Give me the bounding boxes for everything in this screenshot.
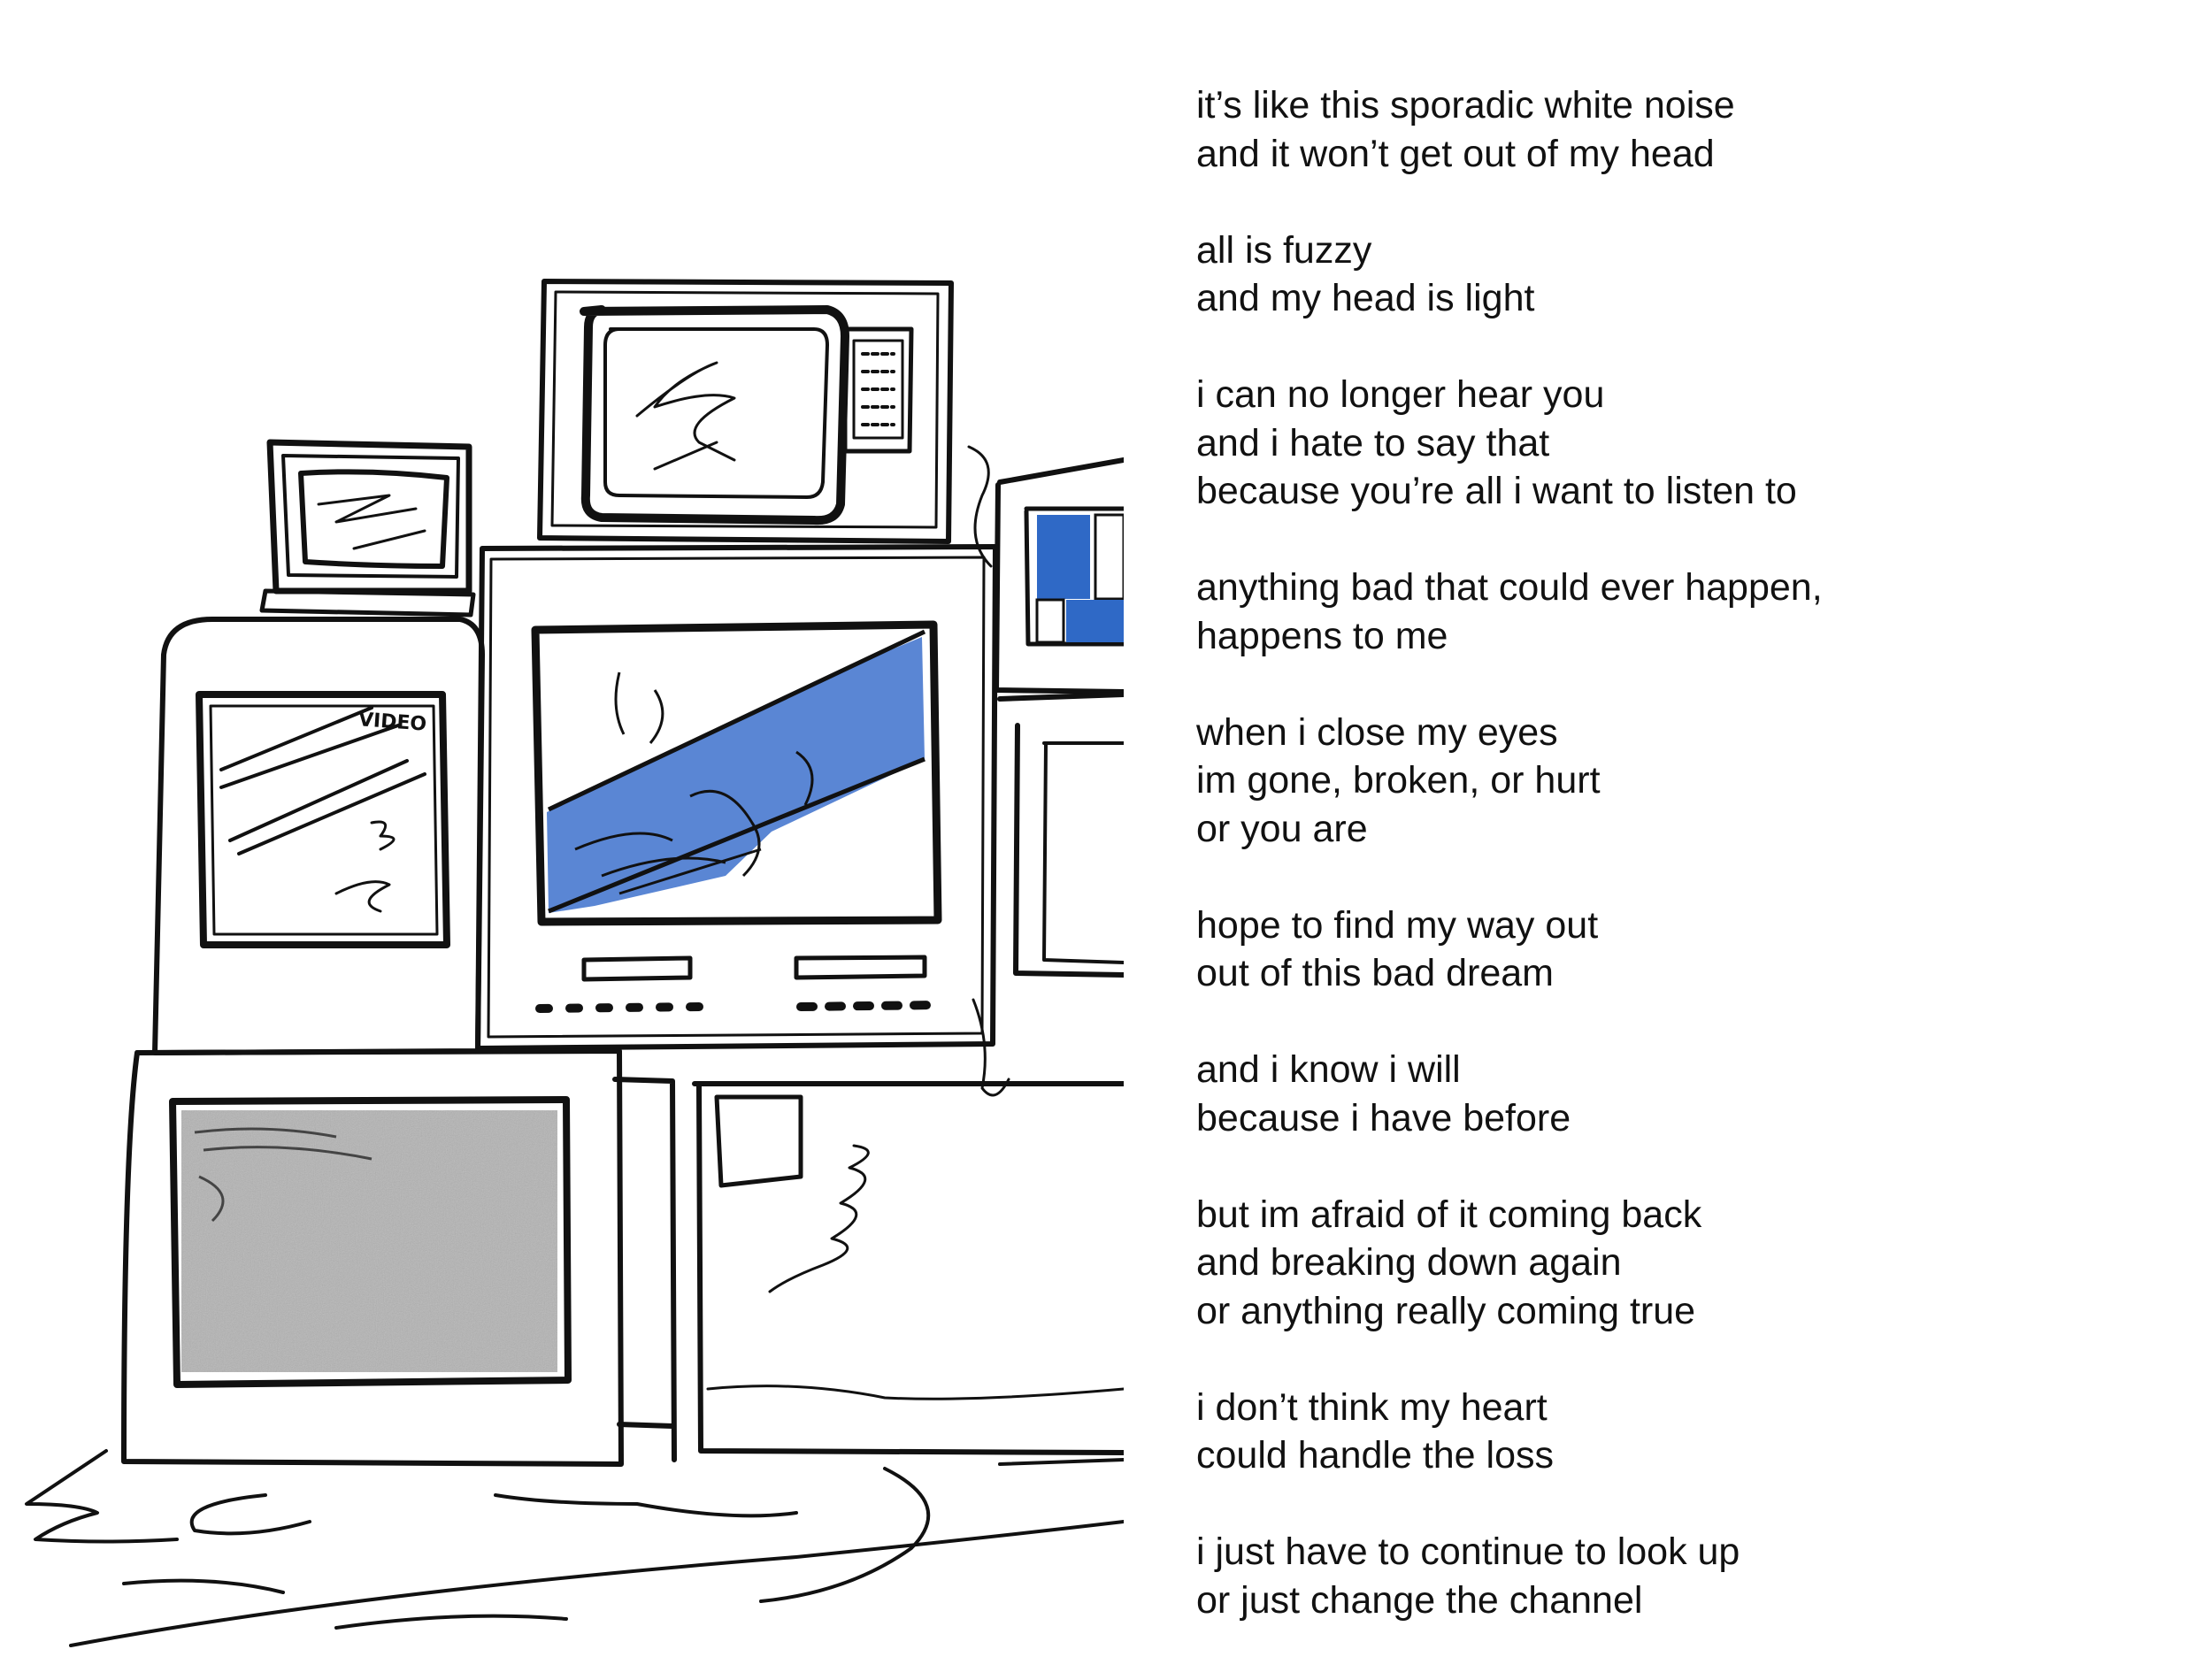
poem-line: or anything really coming true [1196, 1289, 1696, 1332]
poem-line: hope to find my way out [1196, 903, 1599, 947]
static-screen [181, 1110, 557, 1372]
poem-line: i just have to continue to look up [1196, 1530, 1740, 1573]
poem-stanza: and i know i will because i have before [1196, 1046, 2170, 1142]
poem-line: happens to me [1196, 614, 1448, 657]
poem-line: and it won’t get out of my head [1196, 132, 1715, 175]
poem-stanza: i can no longer hear you and i hate to sa… [1196, 371, 2170, 516]
tv-stack-illustration: VIDEO [25, 279, 1124, 1647]
bottom-right-tvs [612, 1077, 1124, 1462]
poem-stanza: i don’t think my heart could handle the l… [1196, 1384, 2170, 1480]
poem-line: it’s like this sporadic white noise [1196, 84, 1735, 127]
poem-stanza: anything bad that could ever happen, happ… [1196, 564, 2170, 660]
left-video-tv [152, 617, 485, 1055]
bottom-left-static-tv [121, 1048, 624, 1467]
video-label: VIDEO [357, 709, 427, 735]
poem-line: could handle the loss [1196, 1434, 1555, 1477]
poem-line: anything bad that could ever happen, [1196, 566, 1823, 609]
poem-line: i don’t think my heart [1196, 1385, 1548, 1429]
poem-stanza: all is fuzzy and my head is light [1196, 226, 2170, 323]
floor-scribbles [25, 1449, 1124, 1647]
blue-screen-fill [547, 629, 926, 914]
poem-line: or just change the channel [1196, 1578, 1643, 1622]
poem: it’s like this sporadic white noise and i… [1196, 81, 2170, 1673]
poem-line: all is fuzzy [1196, 228, 1372, 272]
poem-line: because you’re all i want to listen to [1196, 470, 1797, 512]
center-main-tv [475, 544, 998, 1051]
right-blue-screen [1035, 513, 1124, 644]
right-partial-tvs [967, 445, 1124, 1097]
poem-stanza: it’s like this sporadic white noise and i… [1196, 81, 2170, 178]
poem-line: when i close my eyes [1196, 710, 1558, 754]
poem-line: but im afraid of it coming back [1196, 1193, 1702, 1236]
poem-stanza: but im afraid of it coming back and break… [1196, 1191, 2170, 1336]
poem-line: because i have before [1196, 1096, 1571, 1139]
poem-line: i can no longer hear you [1196, 373, 1605, 416]
poem-line: im gone, broken, or hurt [1196, 759, 1601, 802]
top-center-tv [537, 279, 954, 544]
poem-line: and breaking down again [1196, 1241, 1622, 1284]
poem-stanza: when i close my eyes im gone, broken, or … [1196, 709, 2170, 854]
poem-line: out of this bad dream [1196, 952, 1554, 994]
poem-line: and i hate to say that [1196, 421, 1550, 464]
poem-line: and my head is light [1196, 277, 1535, 319]
poem-stanza: i just have to continue to look up or jus… [1196, 1528, 2170, 1624]
small-tilted-tv [259, 439, 476, 618]
poem-stanza: hope to find my way out out of this bad d… [1196, 901, 2170, 998]
poem-line: or you are [1196, 807, 1368, 850]
poem-line: and i know i will [1196, 1048, 1461, 1091]
